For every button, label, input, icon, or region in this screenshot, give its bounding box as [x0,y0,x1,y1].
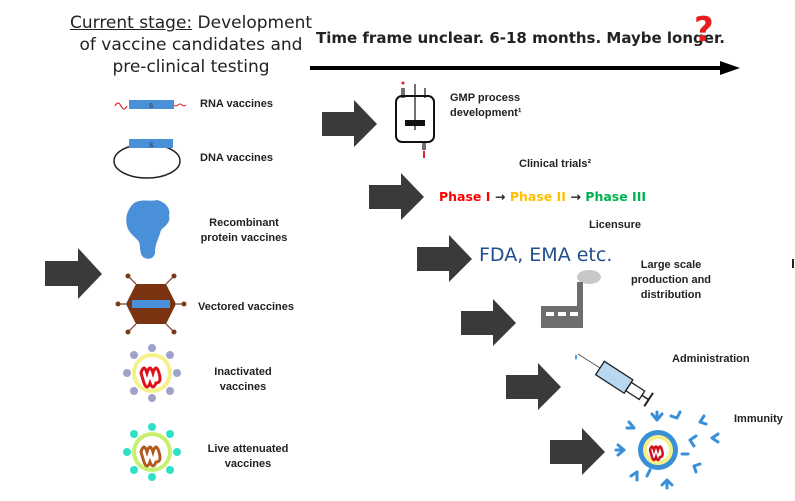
phase-arrow-icon: → [494,189,506,204]
dna-plasmid-icon: S [113,139,181,179]
live-virus-icon [123,423,181,481]
step-arrow-gmp-icon [322,100,377,147]
step-arrow-administration-icon [506,363,561,410]
entry-arrow-icon [45,248,102,299]
gmp-label: GMP process development¹ [450,92,522,119]
step-arrow-immunity-icon [550,428,605,475]
svg-text:S: S [149,143,153,149]
current-stage-label: Current stage: [69,13,193,33]
stage-text-line2: of vaccine candidates and [79,35,303,55]
vaccine-label-rna: RNA vaccines [200,98,273,110]
edge-tick [792,259,794,268]
question-mark-icon: ? [694,10,714,50]
production-label: Large scale production and distribution [630,259,712,301]
clinical-phases: Phase I → Phase II → Phase III [439,188,646,206]
administration-title: Administration [672,353,750,365]
step-arrow-licensure-icon [417,235,472,282]
stage-text-line1: Development [192,13,313,33]
svg-text:S: S [149,104,153,110]
regulatory-agencies: FDA, EMA etc. [479,244,613,266]
step-arrow-production-icon [461,299,516,346]
vaccine-label-vectored: Vectored vaccines [198,301,295,313]
immunity-title: Immunity [734,413,783,425]
current-stage-title: Current stage: Development of vaccine ca… [62,12,320,78]
licensure-title: Licensure [589,219,641,231]
vaccine-label-protein: Recombinant protein vaccines [200,217,288,244]
step-arrow-clinical-icon [369,173,424,220]
protein-blob-icon [126,200,170,259]
rna-strand-icon: S [114,100,187,110]
bioreactor-icon [395,81,435,158]
vaccine-label-dna: DNA vaccines [200,152,273,164]
phase-3: Phase III [585,189,646,204]
viral-vector-icon [115,273,187,335]
factory-icon [541,270,601,328]
antibody-virus-icon [614,410,720,490]
vaccine-label-inactivated: Inactivated vaccines [214,366,272,393]
timeline-arrow [310,61,740,75]
phase-arrow-icon: → [570,189,581,204]
clinical-trials-title: Clinical trials² [519,158,592,170]
inactivated-virus-icon [123,344,181,402]
stage-text-line3: pre-clinical testing [112,57,270,77]
phase-1: Phase I [439,189,491,204]
timeline-text: Time frame unclear. 6-18 months. Maybe l… [316,29,725,47]
phase-2: Phase II [509,189,566,204]
vaccine-label-live: Live attenuated vaccines [207,443,289,470]
syringe-icon [575,353,654,407]
